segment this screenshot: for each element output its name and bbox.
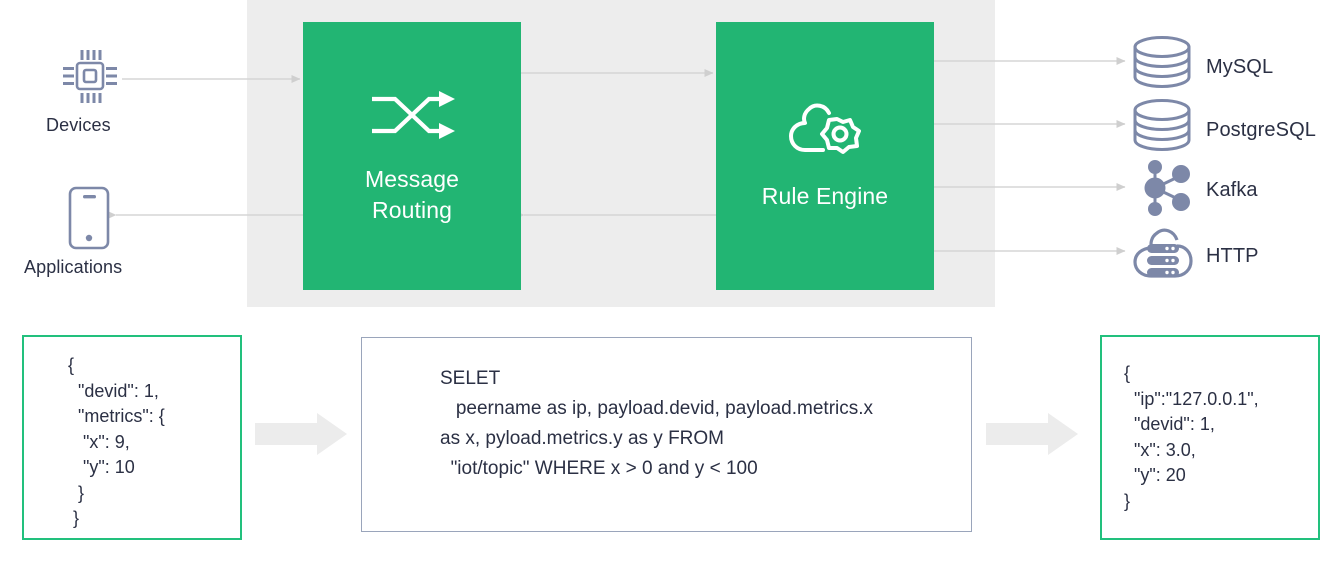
- output-payload-code: { "ip":"127.0.0.1", "devid": 1, "x": 3.0…: [1124, 363, 1259, 511]
- rule-sql-card: SELET peername as ip, payload.devid, pay…: [361, 337, 972, 532]
- sink-http[interactable]: [1129, 224, 1195, 287]
- source-devices-label: Devices: [46, 115, 111, 135]
- sink-mysql[interactable]: [1131, 35, 1193, 94]
- stage-rule-engine-label: Rule Engine: [761, 182, 889, 209]
- node-graph-icon: [1144, 160, 1190, 216]
- database-icon: [1133, 36, 1191, 88]
- sink-kafka[interactable]: [1135, 160, 1195, 221]
- input-payload-code: { "devid": 1, "metrics": { "x": 9, "y": …: [68, 355, 165, 528]
- chip-icon: [63, 50, 117, 103]
- database-icon: [1133, 99, 1191, 151]
- flow-arrow-sql-to-output: [986, 413, 1078, 455]
- source-applications-label: Applications: [24, 257, 123, 277]
- source-devices[interactable]: [60, 46, 120, 108]
- sink-postgresql-label: PostgreSQL: [1206, 119, 1316, 141]
- shuffle-icon: [372, 91, 455, 139]
- output-payload-card: { "ip":"127.0.0.1", "devid": 1, "x": 3.0…: [1100, 335, 1320, 540]
- rule-sql-code: SELET peername as ip, payload.devid, pay…: [440, 368, 874, 479]
- sink-kafka-label: Kafka: [1206, 179, 1258, 201]
- source-applications[interactable]: [68, 186, 110, 250]
- cloud-gear-icon: [789, 103, 861, 154]
- stage-rule-engine[interactable]: Rule Engine: [716, 22, 934, 290]
- sink-postgresql[interactable]: [1131, 98, 1193, 157]
- input-payload-card: { "devid": 1, "metrics": { "x": 9, "y": …: [22, 335, 242, 540]
- cloud-server-icon: [1133, 228, 1193, 278]
- sink-mysql-label: MySQL: [1206, 56, 1274, 78]
- phone-icon: [68, 186, 110, 250]
- sink-http-label: HTTP: [1206, 245, 1259, 267]
- flow-arrow-input-to-sql: [255, 413, 347, 455]
- stage-message-routing-label: Message Routing: [364, 166, 460, 223]
- stage-message-routing[interactable]: Message Routing: [303, 22, 521, 290]
